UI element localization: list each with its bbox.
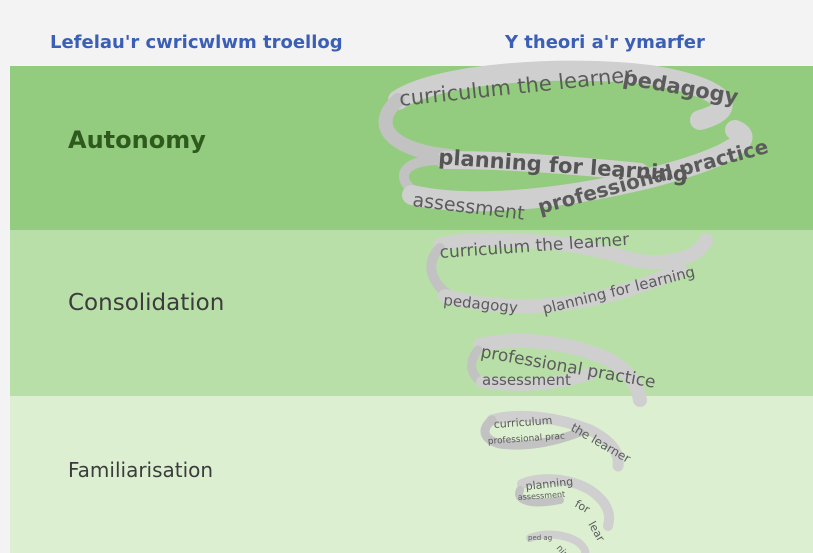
header-levels-title: Lefelau'r cwricwlwm troellog <box>50 32 343 53</box>
spiral-text-pedagogy-2: pedagogy <box>443 291 519 317</box>
spiral-text-pedag-3: ped ag <box>528 534 552 542</box>
spiral-level-autonomy: curriculum the learner pedagogy planning… <box>398 63 771 225</box>
spiral-text-planning-for-learning-2: planning for learning <box>541 263 697 318</box>
band-familiarisation <box>10 396 813 553</box>
spiral-text-planning-3: planning <box>525 475 574 493</box>
spiral-text-for-3: for <box>573 497 593 516</box>
spiral-text-ning-3: ning <box>554 544 574 553</box>
spiral-text-assessment-2: assessment <box>482 371 571 389</box>
level-label-consolidation: Consolidation <box>68 290 225 316</box>
header-theory-practice-title: Y theori a'r ymarfer <box>505 32 705 53</box>
level-label-autonomy: Autonomy <box>68 126 206 154</box>
spiral-ribbon <box>378 60 753 553</box>
level-label-familiarisation: Familiarisation <box>68 458 214 482</box>
header-row: Lefelau'r cwricwlwm troellog Y theori a'… <box>10 8 813 66</box>
spiral-text-assessment-3: assessment <box>518 490 566 502</box>
spiral-text-curriculum-3: curriculum <box>493 414 552 431</box>
spiral-text-the-learner-3: the learner <box>569 420 633 465</box>
spiral-level-consolidation: curriculum the learner pedagogy planning… <box>439 230 697 393</box>
